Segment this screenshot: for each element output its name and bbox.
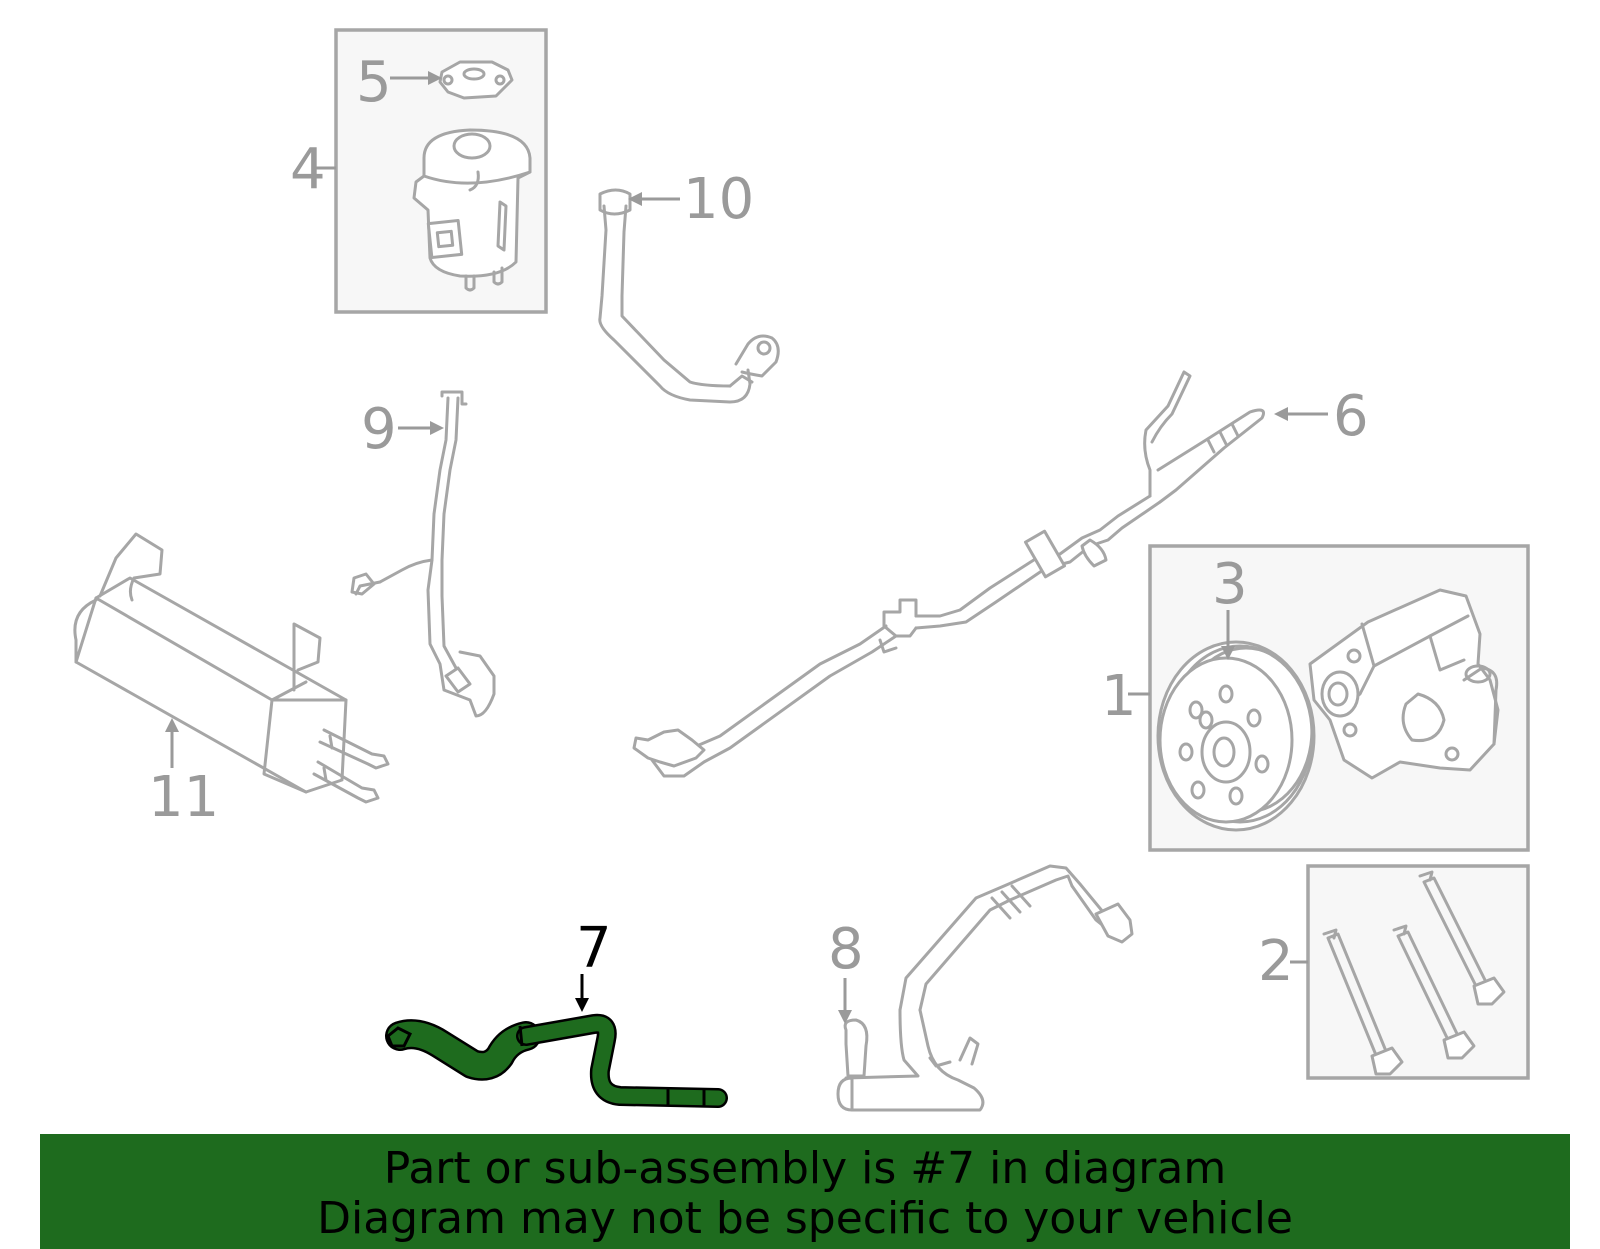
- callout-8: 8: [828, 917, 864, 982]
- callout-3: 3: [1212, 552, 1248, 617]
- part-10-hose[interactable]: [598, 188, 780, 404]
- info-banner: Part or sub-assembly is #7 in diagram Di…: [40, 1134, 1570, 1249]
- callout-6: 6: [1333, 384, 1369, 449]
- part-6-pressure-line[interactable]: [632, 370, 1265, 778]
- part-1-pump-group[interactable]: [1148, 544, 1530, 852]
- pump-pulley[interactable]: [1156, 640, 1316, 832]
- reservoir-cap[interactable]: [438, 60, 514, 100]
- banner-line-1: Part or sub-assembly is #7 in diagram: [383, 1143, 1227, 1194]
- callout-5: 5: [356, 50, 392, 115]
- part-8-hose[interactable]: [836, 864, 1134, 1112]
- bolt[interactable]: [1418, 870, 1506, 1006]
- part-2-bolts-group[interactable]: [1306, 864, 1530, 1080]
- pump-body[interactable]: [1308, 588, 1500, 780]
- part-7-hose-highlighted[interactable]: [385, 1013, 728, 1108]
- callout-7: 7: [576, 916, 612, 981]
- callout-2: 2: [1258, 929, 1294, 994]
- part-4-reservoir-group[interactable]: [334, 28, 548, 314]
- callout-1: 1: [1101, 664, 1137, 729]
- part-9-line[interactable]: [350, 390, 496, 718]
- reservoir-body[interactable]: [412, 128, 532, 292]
- bolt[interactable]: [1392, 924, 1476, 1060]
- part-11-cooler[interactable]: [73, 532, 390, 804]
- callout-9: 9: [361, 397, 397, 462]
- callout-11: 11: [148, 765, 219, 830]
- bolt[interactable]: [1322, 928, 1404, 1076]
- banner-line-2: Diagram may not be specific to your vehi…: [317, 1193, 1293, 1244]
- callout-10: 10: [683, 167, 754, 232]
